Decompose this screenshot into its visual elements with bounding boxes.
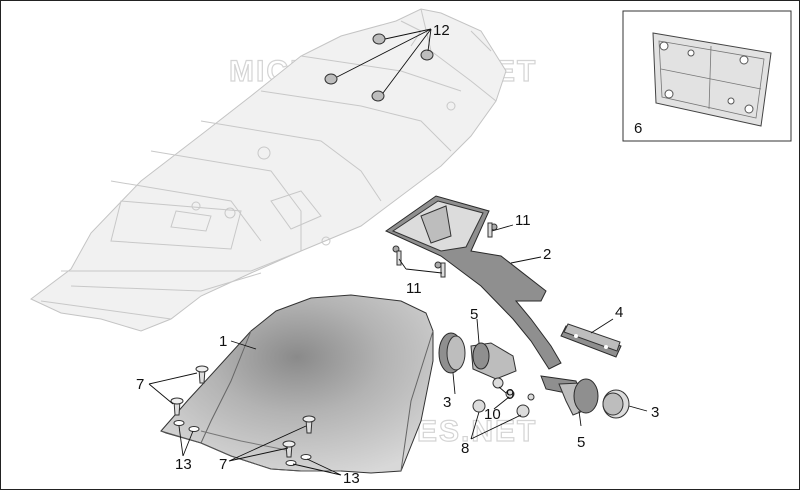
callout-7-left: 7 xyxy=(136,376,144,393)
callout-11-bottom: 11 xyxy=(406,280,422,297)
callout-8: 8 xyxy=(461,440,469,457)
plate-bracket xyxy=(384,195,562,370)
callout-13-right: 13 xyxy=(343,470,360,487)
callout-3-left: 3 xyxy=(443,394,451,411)
callout-13-left: 13 xyxy=(175,456,192,473)
callout-3-right: 3 xyxy=(651,404,659,421)
callout-12: 12 xyxy=(433,22,450,39)
screws xyxy=(170,365,316,466)
reflector-plate xyxy=(560,323,622,358)
callout-2: 2 xyxy=(543,246,551,263)
grommets xyxy=(324,33,434,102)
rear-fender xyxy=(160,294,434,474)
callout-4: 4 xyxy=(615,304,623,321)
callout-5-bottom: 5 xyxy=(577,434,585,451)
bolts xyxy=(396,222,493,278)
turn-signal-left xyxy=(438,332,517,380)
callout-11-top: 11 xyxy=(515,212,531,229)
callout-10: 10 xyxy=(484,406,501,423)
callout-7-bottom: 7 xyxy=(219,456,227,473)
callout-1: 1 xyxy=(219,333,227,350)
turn-signal-right xyxy=(540,375,630,419)
callouts: 12 11 11 2 4 1 5 3 3 5 7 7 13 13 8 9 10 xyxy=(136,22,659,487)
callout-6: 6 xyxy=(634,120,642,137)
license-plate-inset: 6 xyxy=(622,10,792,142)
rear-frame-ghost xyxy=(30,8,507,332)
small-hardware xyxy=(472,377,535,418)
leader-lines xyxy=(148,28,648,476)
callout-5-top: 5 xyxy=(470,306,478,323)
callout-9: 9 xyxy=(506,386,514,403)
